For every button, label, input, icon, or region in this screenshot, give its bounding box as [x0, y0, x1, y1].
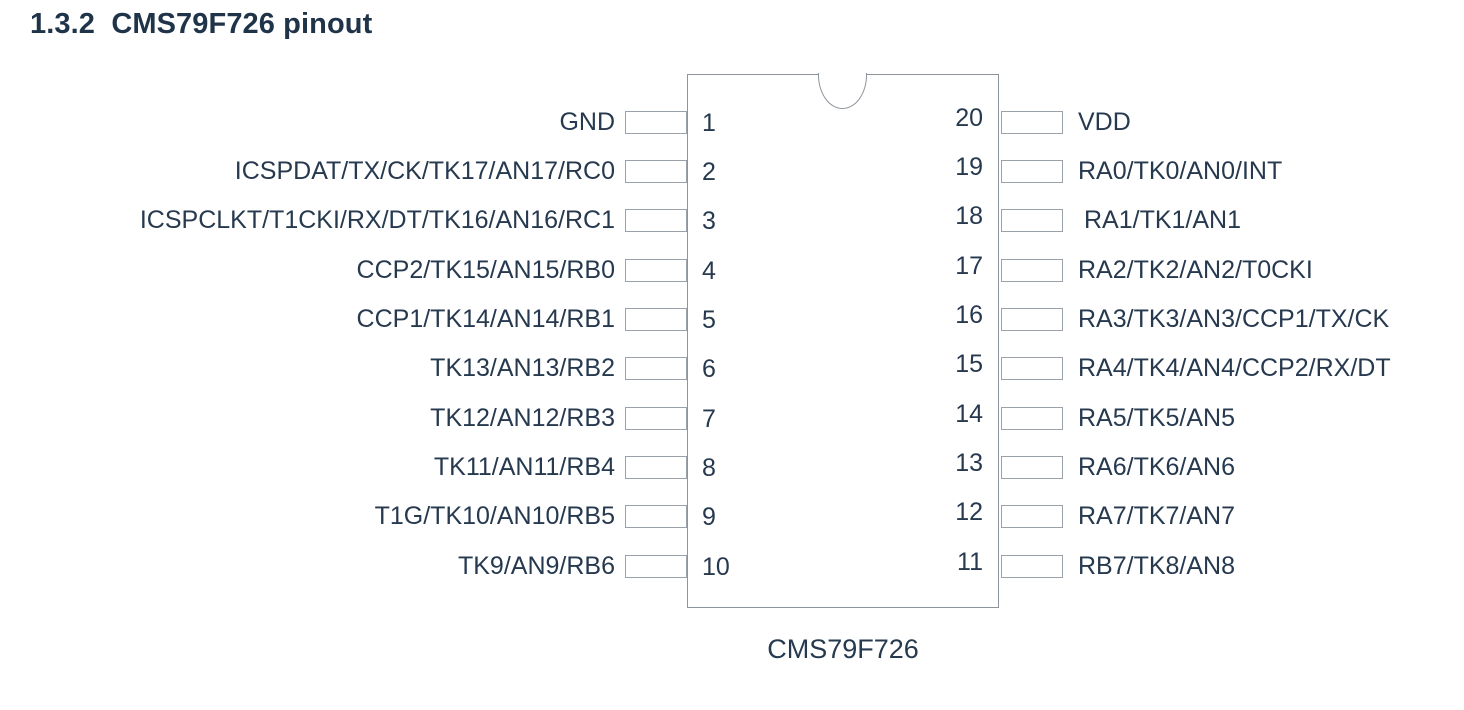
pin-stub-left [625, 111, 687, 134]
pin-label-left: ICSPCLKT/T1CKI/RX/DT/TK16/AN16/RC1 [139, 206, 615, 234]
pin-label-left: TK9/AN9/RB6 [457, 552, 615, 580]
pin-stub-right [1001, 209, 1063, 232]
pin-number-left: 3 [702, 207, 716, 235]
pin-label-right: RA3/TK3/AN3/CCP1/TX/CK [1078, 305, 1390, 333]
pin-number-left: 5 [702, 306, 716, 334]
pin-label-left: CCP1/TK14/AN14/RB1 [356, 305, 615, 333]
pin-number-right: 17 [955, 252, 983, 280]
pin-stub-right [1001, 308, 1063, 331]
pin-row: ICSPDAT/TX/CK/TK17/AN17/RC0 2 [0, 157, 1464, 186]
pin-number-left: 7 [702, 405, 716, 433]
pin-number-left: 10 [702, 553, 730, 581]
pin-number-right: 13 [955, 449, 983, 477]
pin-row: TK11/AN11/RB4 8 [0, 453, 1464, 482]
pin-row: GND 1 [0, 108, 1464, 137]
pin-number-right: 15 [955, 350, 983, 378]
pin-label-left: ICSPDAT/TX/CK/TK17/AN17/RC0 [234, 157, 615, 185]
pin-stub-right [1001, 160, 1063, 183]
pin-number-right: 16 [955, 301, 983, 329]
pin-number-right: 12 [955, 498, 983, 526]
pin-row: CCP1/TK14/AN14/RB1 5 [0, 305, 1464, 334]
pin-label-right: VDD [1078, 108, 1131, 136]
pin-label-right: RA1/TK1/AN1 [1084, 206, 1242, 234]
pin-row: 11 RB7/TK8/AN8 [0, 550, 1464, 580]
pin-number-right: 18 [955, 202, 983, 230]
pin-stub-left [625, 505, 687, 528]
pin-label-right: RA2/TK2/AN2/T0CKI [1078, 256, 1313, 284]
pin-label-right: RA0/TK0/AN0/INT [1078, 157, 1283, 185]
pin-stub-right [1001, 456, 1063, 479]
page-title: 1.3.2 CMS79F726 pinout [30, 8, 373, 40]
pin-row: 16 RA3/TK3/AN3/CCP1/TX/CK [0, 303, 1464, 333]
pin-number-left: 6 [702, 355, 716, 383]
pin-label-left: T1G/TK10/AN10/RB5 [374, 502, 615, 530]
pin-number-left: 4 [702, 257, 716, 285]
pin-number-left: 9 [702, 503, 716, 531]
pin-stub-right [1001, 259, 1063, 282]
pin-stub-right [1001, 111, 1063, 134]
pin-label-left: CCP2/TK15/AN15/RB0 [356, 256, 615, 284]
pin-row: CCP2/TK15/AN15/RB0 4 [0, 256, 1464, 285]
pin-row: 17 RA2/TK2/AN2/T0CKI [0, 254, 1464, 284]
pin-stub-left [625, 209, 687, 232]
pin-number-right: 14 [955, 400, 983, 428]
pin-row: 13 RA6/TK6/AN6 [0, 451, 1464, 481]
pin-label-right: RA7/TK7/AN7 [1078, 502, 1236, 530]
pin-row: 20 VDD [0, 106, 1464, 136]
pin-row: TK9/AN9/RB6 10 [0, 552, 1464, 581]
pin-number-right: 19 [955, 153, 983, 181]
pin-row: TK12/AN12/RB3 7 [0, 404, 1464, 433]
pin-stub-right [1001, 505, 1063, 528]
pin-stub-right [1001, 555, 1063, 578]
pin-label-left: TK11/AN11/RB4 [433, 453, 615, 481]
chip-package-body [687, 74, 999, 608]
pin-row: 14 RA5/TK5/AN5 [0, 402, 1464, 432]
pin-stub-left [625, 259, 687, 282]
pin-row: 15 RA4/TK4/AN4/CCP2/RX/DT [0, 352, 1464, 382]
pin-label-left: TK12/AN12/RB3 [430, 404, 615, 432]
pin-label-right: RB7/TK8/AN8 [1078, 552, 1236, 580]
pin-number-left: 2 [702, 158, 716, 186]
pin-number-right: 11 [957, 548, 983, 576]
pin-row: 18 RA1/TK1/AN1 [0, 204, 1464, 234]
pin-row: 19 RA0/TK0/AN0/INT [0, 155, 1464, 185]
pin-stub-left [625, 357, 687, 380]
pin-stub-left [625, 407, 687, 430]
pin-label-left: GND [559, 108, 615, 136]
pin-label-right: RA6/TK6/AN6 [1078, 453, 1236, 481]
pin-row: T1G/TK10/AN10/RB5 9 [0, 502, 1464, 531]
pin-stub-left [625, 308, 687, 331]
pin-row: 12 RA7/TK7/AN7 [0, 500, 1464, 530]
pin-row: ICSPCLKT/T1CKI/RX/DT/TK16/AN16/RC1 3 [0, 206, 1464, 235]
pin-stub-left [625, 456, 687, 479]
pin-label-right: RA4/TK4/AN4/CCP2/RX/DT [1078, 354, 1391, 382]
pin-stub-left [625, 160, 687, 183]
pin-label-right: RA5/TK5/AN5 [1078, 404, 1236, 432]
pin-row: TK13/AN13/RB2 6 [0, 354, 1464, 383]
pin-number-right: 20 [955, 104, 983, 132]
pin-number-left: 1 [702, 109, 716, 137]
pin-number-left: 8 [702, 454, 716, 482]
pin-stub-left [625, 555, 687, 578]
part-number-caption: CMS79F726 [767, 634, 919, 664]
pin-stub-right [1001, 407, 1063, 430]
pin-label-left: TK13/AN13/RB2 [430, 354, 615, 382]
pin-stub-right [1001, 357, 1063, 380]
